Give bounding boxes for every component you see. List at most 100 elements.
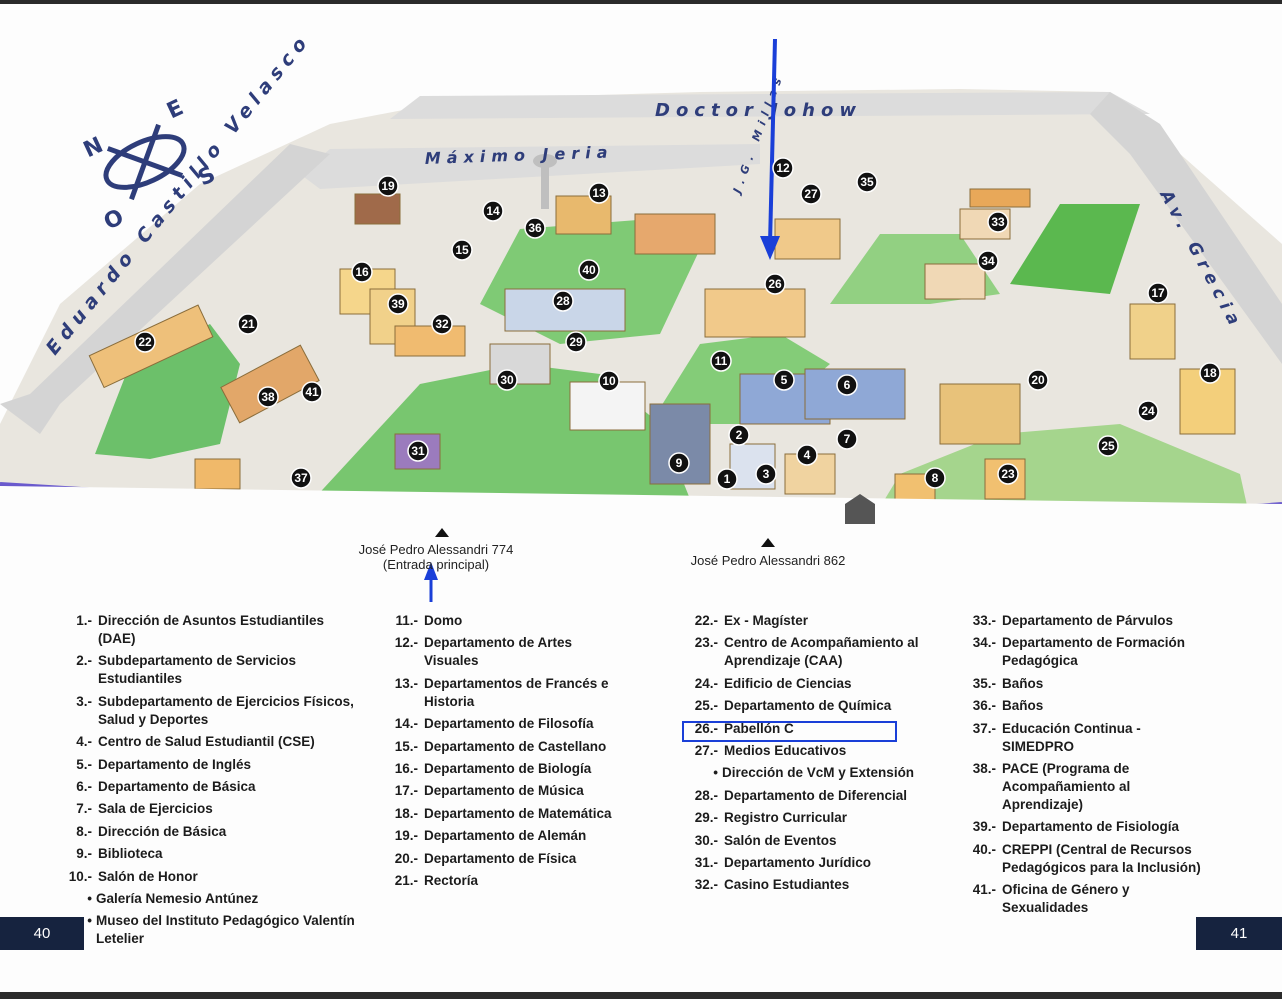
building-marker-6[interactable]: 6 bbox=[836, 374, 858, 396]
legend-item-label: Educación Continua - SIMEDPRO bbox=[1002, 720, 1141, 754]
marker-number: 18 bbox=[1203, 366, 1217, 380]
marker-number: 27 bbox=[804, 187, 818, 201]
building-marker-14[interactable]: 14 bbox=[482, 200, 504, 222]
building-marker-36[interactable]: 36 bbox=[524, 217, 546, 239]
legend-item: 37.-Educación Continua - SIMEDPRO bbox=[964, 720, 1204, 756]
marker-circle bbox=[710, 350, 732, 372]
building-marker-41[interactable]: 41 bbox=[301, 381, 323, 403]
marker-circle bbox=[800, 183, 822, 205]
building-marker-12[interactable]: 12 bbox=[772, 157, 794, 179]
marker-number: 13 bbox=[592, 186, 606, 200]
building-marker-23[interactable]: 23 bbox=[997, 463, 1019, 485]
building-marker-35[interactable]: 35 bbox=[856, 171, 878, 193]
building-marker-34[interactable]: 34 bbox=[977, 250, 999, 272]
building-marker-16[interactable]: 16 bbox=[351, 261, 373, 283]
legend-item-number: 30.- bbox=[694, 832, 718, 848]
compass-e: E bbox=[163, 95, 187, 124]
building-marker-3[interactable]: 3 bbox=[755, 463, 777, 485]
building-marker-21[interactable]: 21 bbox=[237, 313, 259, 335]
building-marker-32[interactable]: 32 bbox=[431, 313, 453, 335]
building-marker-25[interactable]: 25 bbox=[1097, 435, 1119, 457]
marker-circle bbox=[257, 386, 279, 408]
building-marker-7[interactable]: 7 bbox=[836, 428, 858, 450]
legend-item-number: 8.- bbox=[76, 823, 92, 839]
compass-n: N bbox=[80, 133, 107, 163]
legend-item-number: 36.- bbox=[972, 698, 996, 714]
building-marker-40[interactable]: 40 bbox=[578, 259, 600, 281]
legend-item: 36.-Baños bbox=[964, 697, 1204, 715]
legend-item: 13.-Departamentos de Francés e Historia bbox=[386, 675, 626, 711]
legend-item-label: Departamento de Física bbox=[424, 850, 577, 866]
building-marker-9[interactable]: 9 bbox=[668, 452, 690, 474]
legend-item-number: 18.- bbox=[394, 805, 418, 821]
building-marker-2[interactable]: 2 bbox=[728, 424, 750, 446]
legend-item: •Museo del Instituto Pedagógico Valentín… bbox=[60, 912, 360, 948]
legend-item: 39.-Departamento de Fisiología bbox=[964, 818, 1204, 836]
marker-number: 34 bbox=[981, 254, 995, 268]
campus-map[interactable]: N E S O Doctor Johow Máximo Jeria J.G. M… bbox=[0, 4, 1282, 604]
legend-item-label: Museo del Instituto Pedagógico Valentín … bbox=[96, 913, 355, 947]
building-marker-8[interactable]: 8 bbox=[924, 467, 946, 489]
legend-item-number: 4.- bbox=[76, 734, 92, 750]
building-marker-11[interactable]: 11 bbox=[710, 350, 732, 372]
legend-item-number: 40.- bbox=[972, 841, 996, 857]
legend-column-1: 1.-Dirección de Asuntos Estudiantiles (D… bbox=[60, 612, 360, 953]
marker-number: 22 bbox=[138, 335, 152, 349]
legend-item-label: Departamento de Biología bbox=[424, 760, 592, 776]
building-marker-17[interactable]: 17 bbox=[1147, 282, 1169, 304]
building-marker-1[interactable]: 1 bbox=[716, 468, 738, 490]
legend-item: 25.-Departamento de Química bbox=[686, 697, 936, 715]
marker-circle bbox=[987, 211, 1009, 233]
legend-item: 34.-Departamento de Formación Pedagógica bbox=[964, 634, 1204, 670]
building-marker-10[interactable]: 10 bbox=[598, 370, 620, 392]
marker-circle bbox=[451, 239, 473, 261]
building-marker-28[interactable]: 28 bbox=[552, 290, 574, 312]
marker-number: 6 bbox=[844, 378, 851, 392]
building-marker-15[interactable]: 15 bbox=[451, 239, 473, 261]
building-marker-27[interactable]: 27 bbox=[800, 183, 822, 205]
marker-number: 2 bbox=[736, 428, 743, 442]
legend-item: 30.-Salón de Eventos bbox=[686, 832, 936, 850]
legend-item-number: 26.- bbox=[694, 720, 718, 736]
building-marker-29[interactable]: 29 bbox=[565, 331, 587, 353]
legend-item-label: Pabellón C bbox=[724, 720, 794, 736]
marker-number: 23 bbox=[1001, 467, 1015, 481]
building-marker-5[interactable]: 5 bbox=[773, 369, 795, 391]
building-marker-13[interactable]: 13 bbox=[588, 182, 610, 204]
building-marker-38[interactable]: 38 bbox=[257, 386, 279, 408]
building-marker-37[interactable]: 37 bbox=[290, 467, 312, 489]
marker-circle bbox=[588, 182, 610, 204]
building-marker-4[interactable]: 4 bbox=[796, 444, 818, 466]
legend-item-number: 7.- bbox=[76, 801, 92, 817]
building-marker-19[interactable]: 19 bbox=[377, 175, 399, 197]
building-marker-31[interactable]: 31 bbox=[407, 440, 429, 462]
building-marker-30[interactable]: 30 bbox=[496, 369, 518, 391]
legend-item-label: Baños bbox=[1002, 675, 1044, 691]
legend-item-label: Departamento de Inglés bbox=[98, 756, 252, 772]
legend-item-label: Departamento de Artes Visuales bbox=[424, 635, 573, 669]
legend-item-label: Sala de Ejercicios bbox=[98, 801, 213, 817]
legend-item-number: 41.- bbox=[972, 882, 996, 898]
legend-item-label: Casino Estudiantes bbox=[724, 877, 850, 893]
legend-item-label: Departamento de Alemán bbox=[424, 828, 587, 844]
lawn-area bbox=[870, 424, 1250, 524]
building-marker-24[interactable]: 24 bbox=[1137, 400, 1159, 422]
marker-number: 33 bbox=[991, 215, 1005, 229]
legend-item-number: 11.- bbox=[395, 613, 418, 628]
legend-item-number: 15.- bbox=[394, 738, 418, 754]
building-marker-22[interactable]: 22 bbox=[134, 331, 156, 353]
lawn-area bbox=[95, 324, 240, 459]
building-marker-39[interactable]: 39 bbox=[387, 293, 409, 315]
pointer-arrow-head bbox=[760, 236, 780, 260]
marker-circle bbox=[1027, 369, 1049, 391]
marker-circle bbox=[407, 440, 429, 462]
marker-circle bbox=[552, 290, 574, 312]
building-marker-26[interactable]: 26 bbox=[764, 273, 786, 295]
building-marker-18[interactable]: 18 bbox=[1199, 362, 1221, 384]
building-marker-20[interactable]: 20 bbox=[1027, 369, 1049, 391]
marker-circle bbox=[755, 463, 777, 485]
legend-item-number: • bbox=[713, 765, 718, 781]
building-marker-33[interactable]: 33 bbox=[987, 211, 1009, 233]
marker-number: 4 bbox=[804, 448, 811, 462]
